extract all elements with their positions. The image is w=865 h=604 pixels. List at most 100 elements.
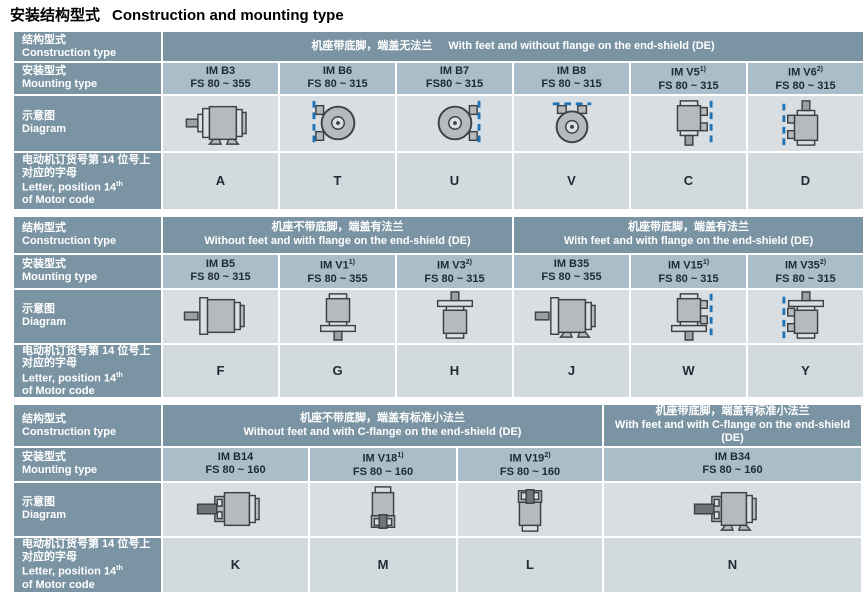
frame-size: FS 80 ~ 315 (307, 78, 368, 91)
letter-cell: Y (748, 344, 863, 398)
row-label-zh: 安装型式 (22, 258, 66, 271)
frame-size: FS 80 ~ 160 (499, 466, 561, 479)
row-label-en: Letter, position 14th (22, 565, 123, 579)
letter-cell: U (397, 152, 512, 209)
diagram-cell (631, 95, 746, 151)
mounting-type-cell: IM V352)FS 80 ~ 315 (748, 254, 863, 288)
motor-vertical-cflange-shaft-up-icon (517, 489, 543, 533)
diagram-cell (397, 95, 512, 151)
group-header-en: With feet and without flange on the end-… (448, 39, 715, 52)
motor-code-letter: C (683, 173, 694, 189)
footnote-marker: 2) (819, 258, 827, 266)
row-label-zh: 示意图 (22, 110, 55, 123)
letter-cell: A (163, 152, 278, 209)
letter-cell: L (458, 537, 602, 592)
letter-cell: K (163, 537, 308, 592)
frame-size: FS 80 ~ 355 (541, 271, 602, 284)
row-label-zh: 电动机订货号第 14 位号上 (22, 154, 151, 167)
letter-cell: G (280, 344, 395, 398)
diagram-cell (397, 289, 512, 343)
motor-code-letter: D (800, 173, 811, 189)
row-label-zh: 对应的字母 (22, 357, 77, 370)
row-label-zh: 电动机订货号第 14 位号上 (22, 344, 151, 357)
row-label-zh: 对应的字母 (22, 550, 77, 563)
diagram-cell (280, 95, 395, 151)
diagram-cell (163, 482, 308, 536)
mounting-type-name: IM B6 (322, 64, 353, 77)
row-label-zh: 示意图 (22, 303, 55, 316)
row-label-en: of Motor code (22, 578, 95, 591)
motor-code-letter: V (567, 173, 576, 189)
motor-side-feet-icon (185, 106, 247, 146)
footnote-marker: 1) (702, 258, 710, 266)
motor-code-letter: T (333, 173, 342, 189)
letter-cell: F (163, 344, 278, 398)
motor-code-letter: L (526, 557, 534, 573)
motor-code-letter: F (216, 363, 225, 379)
motor-code-letter: J (567, 363, 576, 379)
mounting-type-name: IM B5 (205, 257, 236, 270)
group-header-zh: 机座带底脚，端盖有法兰 (628, 221, 749, 234)
row-label-en: Letter, position 14th (22, 371, 123, 385)
motor-vertical-flange-shaft-down-icon (319, 293, 356, 341)
frame-size: FS 80 ~ 355 (307, 272, 368, 285)
group-header-zh: 机座带底脚，端盖有标准小法兰 (655, 405, 810, 418)
row-label-en: Construction type (22, 46, 117, 59)
mounting-type-name: IM V32) (437, 258, 472, 272)
letter-cell: D (748, 152, 863, 209)
motor-vertical-shaft-up-wall-left-icon (781, 100, 818, 146)
diagram-cell (604, 482, 861, 536)
mounting-type-name: IM V151) (667, 258, 710, 272)
mounting-type-cell: IM V192)FS 80 ~ 160 (458, 447, 602, 481)
mounting-type-cell: IM V151)FS 80 ~ 315 (631, 254, 746, 288)
row-label-en: Mounting type (22, 78, 98, 91)
row-label-zh: 安装型式 (22, 451, 66, 464)
mounting-type-cell: IM V51)FS 80 ~ 315 (631, 63, 746, 94)
motor-vertical-shaft-down-wall-right-icon (676, 100, 713, 146)
frame-size: FS 80 ~ 315 (775, 80, 836, 93)
group-header-zh: 机座不带底脚，端盖有标准小法兰 (300, 412, 465, 425)
motor-code-letter: A (215, 173, 226, 189)
row-label-en: Construction type (22, 425, 117, 438)
motor-front-wall-left-icon (312, 101, 355, 146)
construction-group-header: 机座带底脚，端盖无法兰 With feet and without flange … (163, 32, 863, 61)
mounting-type-name: IM V192) (509, 451, 551, 465)
footnote-marker: 1) (397, 451, 404, 459)
mounting-type-cell: IM V11)FS 80 ~ 355 (280, 254, 395, 288)
motor-code-letter: N (727, 557, 738, 573)
footnote-marker: 2) (465, 258, 472, 266)
motor-code-letter: W (682, 363, 695, 379)
row-label-en: Diagram (22, 316, 67, 329)
frame-size: FS 80 ~ 160 (352, 466, 414, 479)
group-header-zh: 机座带底脚，端盖无法兰 (311, 39, 433, 52)
frame-size: FS 80 ~ 160 (702, 464, 763, 477)
frame-size: FS 80 ~ 315 (775, 272, 836, 285)
motor-front-wall-right-icon (437, 101, 480, 146)
footnote-marker: 1) (699, 66, 706, 73)
mounting-type-name: IM V11) (320, 258, 355, 272)
row-label-zh: 安装型式 (22, 65, 66, 78)
row-label-en: Letter, position 14th (22, 181, 123, 194)
motor-vertical-cflange-shaft-down-icon (370, 486, 396, 530)
